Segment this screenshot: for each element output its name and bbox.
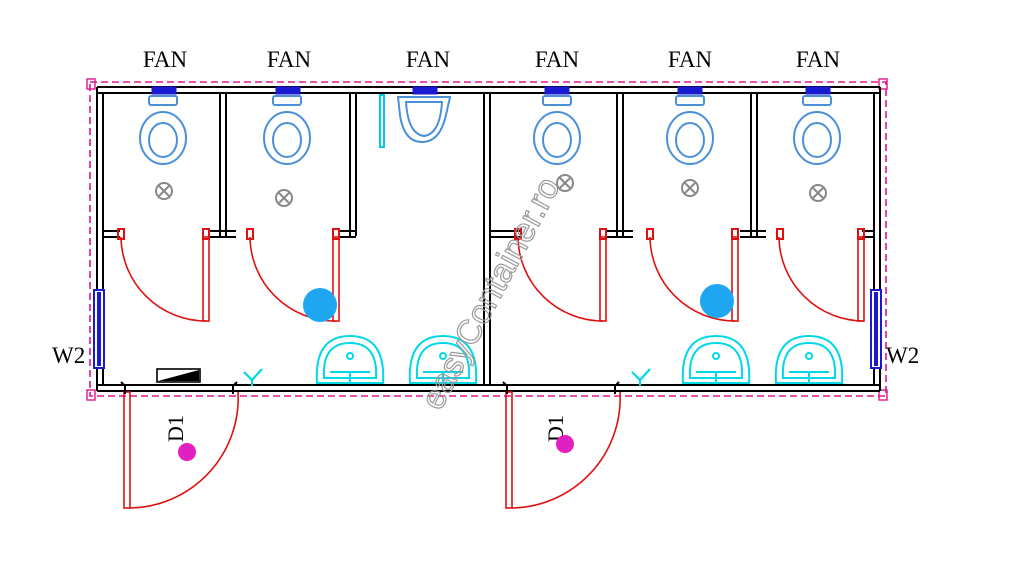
floor-drain-icon xyxy=(275,189,293,207)
fan-icon xyxy=(275,86,301,95)
entrance-jambs xyxy=(120,381,620,394)
entrance-doors xyxy=(123,391,621,509)
toilet-icon xyxy=(533,95,581,165)
toilets xyxy=(139,95,841,165)
fan-label: FAN xyxy=(796,47,841,72)
fan-icon xyxy=(677,86,703,95)
floor-drain-icon xyxy=(155,182,173,200)
door-label: D1 xyxy=(163,415,188,442)
floor-drains xyxy=(155,174,827,207)
fan-icon xyxy=(805,86,831,95)
floor-drain-icon xyxy=(809,184,827,202)
sink-icon xyxy=(774,334,844,384)
toilet-icon xyxy=(666,95,714,165)
cubicle-doors xyxy=(119,236,865,322)
drain-circle xyxy=(700,284,734,318)
toilet-icon xyxy=(793,95,841,165)
outer-walls xyxy=(96,86,881,392)
tap-icons xyxy=(243,368,651,386)
cubicle-partitions xyxy=(103,93,874,238)
windows xyxy=(93,289,882,369)
fan-labels: FAN FAN FAN FAN FAN FAN xyxy=(143,47,841,72)
urinal-icon xyxy=(379,94,452,148)
fan-label: FAN xyxy=(143,47,188,72)
fan-units xyxy=(151,86,831,95)
sink-icon xyxy=(408,334,478,384)
fan-label: FAN xyxy=(406,47,451,72)
fan-label: FAN xyxy=(535,47,580,72)
fan-icon xyxy=(544,86,570,95)
electrical-panel xyxy=(156,368,201,383)
door-marker xyxy=(556,435,574,453)
toilet-icon xyxy=(263,95,311,165)
fan-icon xyxy=(151,86,177,95)
corner-post xyxy=(86,389,96,401)
corner-post xyxy=(878,389,888,401)
corner-post xyxy=(86,78,96,90)
door-marker xyxy=(178,443,196,461)
fan-label: FAN xyxy=(668,47,713,72)
container-outline xyxy=(89,81,887,397)
window-label: W2 xyxy=(886,343,919,368)
sink-icon xyxy=(315,334,385,384)
floor-drain-icon xyxy=(681,179,699,197)
sinks xyxy=(315,334,844,384)
corner-post xyxy=(878,78,888,90)
center-wall xyxy=(483,93,491,385)
fan-icon xyxy=(412,86,438,95)
drain-circle xyxy=(303,288,337,322)
door-jambs xyxy=(117,228,865,240)
toilet-icon xyxy=(139,95,187,165)
sink-icon xyxy=(681,334,751,384)
window-label: W2 xyxy=(52,343,85,368)
floor-drain-icon xyxy=(556,174,574,192)
fan-label: FAN xyxy=(267,47,312,72)
